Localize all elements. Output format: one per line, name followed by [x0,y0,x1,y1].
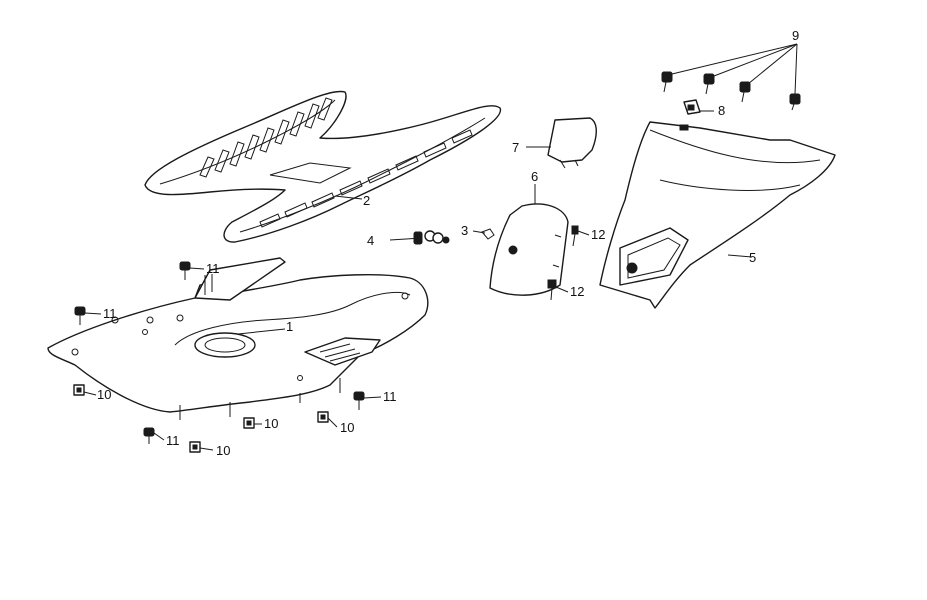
screw-12a-icon [571,225,579,247]
callout-11-left: 11 [103,306,117,321]
callout-1: 1 [286,319,293,334]
callout-labels: 1 2 3 4 5 6 7 8 9 10 10 10 10 11 11 11 1… [97,28,799,458]
callout-5: 5 [749,250,756,265]
callout-10-bottom: 10 [216,443,230,458]
callout-12-bottom: 12 [570,284,584,299]
nut-10d-icon [189,441,201,453]
screw-9a-icon [661,71,673,93]
screw-9b-icon [703,73,715,95]
screw-9c-icon [739,81,751,103]
screw-11b-icon [74,306,86,325]
screw-11d-icon [143,427,155,444]
callout-10-left: 10 [97,387,111,402]
part-1-floor-panel [47,257,429,420]
callout-11-top: 11 [206,261,220,276]
nut-10a-icon [73,384,85,396]
clip-8-icon [683,99,701,115]
part-2-floor-mat [144,90,502,243]
callout-6: 6 [531,169,538,184]
floor-mat-ribs [199,97,473,228]
callout-2: 2 [363,193,370,208]
bolt-4-icon [389,230,450,245]
callout-10-center: 10 [264,416,278,431]
screw-11a-icon [179,261,191,280]
callout-4: 4 [367,233,374,248]
screw-11c-icon [353,391,365,410]
floor-panel-holes [71,292,409,381]
callout-12-top: 12 [591,227,605,242]
part-6-cover-plate [489,203,569,296]
callout-11-right: 11 [383,389,397,404]
callout-7: 7 [512,140,519,155]
callout-10-right: 10 [340,420,354,435]
leader-lines [83,43,798,451]
screw-9d-icon [789,93,801,111]
callout-3: 3 [461,223,468,238]
callout-11-bottom: 11 [166,433,180,448]
clip-3-icon [481,228,495,240]
callout-8: 8 [718,103,725,118]
nut-10b-icon [243,417,255,429]
callout-9: 9 [792,28,799,43]
fasteners [73,71,801,453]
part-5-inner-cover [599,121,836,309]
part-7-small-lid [547,117,597,169]
screw-12b-icon [547,279,557,301]
nut-10c-icon [317,411,329,423]
